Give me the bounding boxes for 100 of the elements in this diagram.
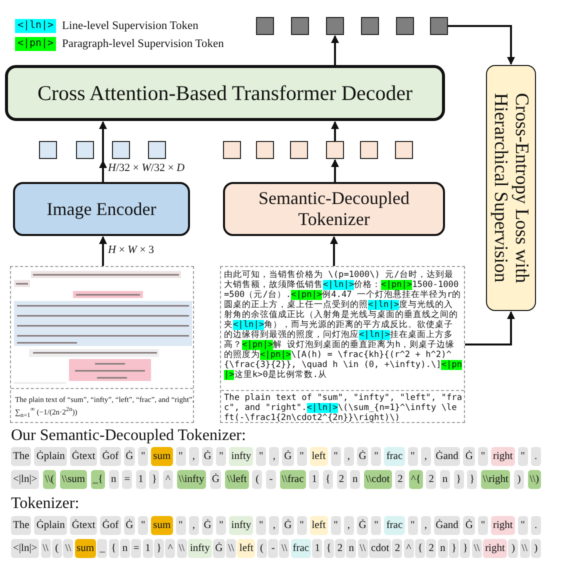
token-chip: -	[268, 539, 278, 558]
token-chip: <|ln|>	[11, 539, 40, 558]
token-chip: _	[97, 539, 108, 558]
token-chip: "	[176, 447, 186, 466]
token-chip: Ġ	[124, 447, 136, 466]
token-chip: _{	[90, 470, 105, 489]
token-chip: }	[460, 539, 470, 558]
token-chip: ^{	[408, 470, 423, 489]
legend-swatch: <|ln|>	[15, 19, 56, 33]
token-chip: "	[330, 516, 341, 535]
arrow	[99, 236, 107, 266]
token-chip: }	[467, 470, 478, 489]
token-chip: \\infty	[176, 470, 206, 489]
token-chip: left	[310, 447, 328, 466]
token-chip: \\	[226, 539, 236, 558]
arrow	[331, 159, 339, 182]
token-square	[39, 141, 57, 159]
token-chip: Ġ	[356, 447, 368, 466]
token-chip: frac	[384, 447, 405, 466]
token-chip: Ġof	[100, 516, 121, 535]
token-square	[256, 141, 274, 159]
token-chip: "	[256, 447, 266, 466]
token-chip: "	[518, 447, 528, 466]
arrow	[448, 25, 515, 65]
legend-swatch: <|pn|>	[15, 37, 56, 51]
token-chip: "	[371, 516, 382, 535]
token-chip: "	[330, 447, 341, 466]
token-chip: 2	[426, 539, 436, 558]
token-chip: ,	[420, 516, 431, 535]
token-chip: =	[122, 470, 132, 489]
token-chip: ^	[165, 539, 176, 558]
token-chip: ,	[344, 516, 354, 535]
token-chip: 2	[335, 539, 346, 558]
token-chip: Ġ	[356, 516, 368, 535]
token-chip: )	[514, 470, 524, 489]
loss-box: Cross-Entropy Loss with Hierarchical Supervision	[486, 65, 536, 311]
token-chip: Ġtext	[70, 516, 98, 535]
token-square	[256, 17, 274, 35]
token-chip: )	[530, 539, 541, 558]
token-chip: frac	[384, 516, 405, 535]
token-chip: {	[108, 539, 119, 558]
token-chip: n	[346, 539, 356, 558]
token-chip: 1	[142, 539, 153, 558]
token-chip: .	[530, 447, 541, 466]
token-chip: <|ln|>	[11, 470, 40, 489]
token-chip: \\	[358, 539, 368, 558]
token-chip: "	[296, 516, 307, 535]
token-square	[326, 141, 344, 159]
arrow	[331, 121, 339, 141]
token-chip: =	[131, 539, 142, 558]
arrow	[330, 236, 338, 266]
tokenizer-box: Semantic-Decoupled Tokenizer	[223, 182, 445, 236]
token-chip: \\frac	[280, 470, 306, 489]
token-chip: Ġ	[213, 539, 225, 558]
section-title: Our Semantic-Decoupled Tokenizer:	[11, 426, 246, 446]
token-chip: infty	[229, 516, 254, 535]
decoder-box: Cross Attention-Based Transformer Decoder	[5, 65, 445, 121]
token-chip: sum	[74, 539, 96, 558]
token-chip: "	[478, 447, 488, 466]
token-chip: Ġand	[434, 447, 460, 466]
token-chip: Ġ	[202, 516, 214, 535]
token-chip: 2	[395, 470, 406, 489]
token-chip: ,	[188, 447, 199, 466]
token-chip: right	[490, 516, 515, 535]
token-square	[76, 141, 94, 159]
token-chip: sum	[151, 447, 173, 466]
token-square	[290, 141, 308, 159]
token-square	[148, 141, 166, 159]
token-chip: frac	[290, 539, 312, 558]
token-chip: 1	[136, 470, 146, 489]
token-chip: Ġof	[100, 447, 121, 466]
token-square	[291, 17, 309, 35]
token-chip: Ġ	[463, 447, 475, 466]
token-chip: n	[438, 539, 448, 558]
token-square	[361, 17, 379, 35]
token-chip: "	[518, 516, 528, 535]
token-chip: "	[478, 516, 488, 535]
token-chip: ,	[269, 516, 280, 535]
token-chip: "	[296, 447, 307, 466]
token-chip: Ġ	[282, 516, 294, 535]
token-chip: "	[256, 516, 266, 535]
token-chip: \\	[63, 539, 74, 558]
token-chip: infty	[229, 447, 254, 466]
token-chip: right	[490, 447, 515, 466]
token-chip: n	[120, 539, 130, 558]
token-chip: The	[11, 516, 32, 535]
legend-text: Paragraph-level Supervision Token	[62, 37, 224, 52]
token-chip: \\	[472, 539, 482, 558]
token-chip: (	[252, 470, 262, 489]
token-chip: {	[324, 539, 334, 558]
token-chip: 2	[336, 470, 347, 489]
token-chip: }	[449, 539, 460, 558]
token-chip: \\right	[480, 470, 510, 489]
token-chip: Ġ	[210, 470, 222, 489]
token-chip: )	[508, 539, 518, 558]
token-chip: "	[138, 447, 148, 466]
token-chip: \\	[520, 539, 530, 558]
text-box	[220, 266, 465, 423]
arrow	[465, 311, 515, 346]
token-chip: \\left	[225, 470, 249, 489]
